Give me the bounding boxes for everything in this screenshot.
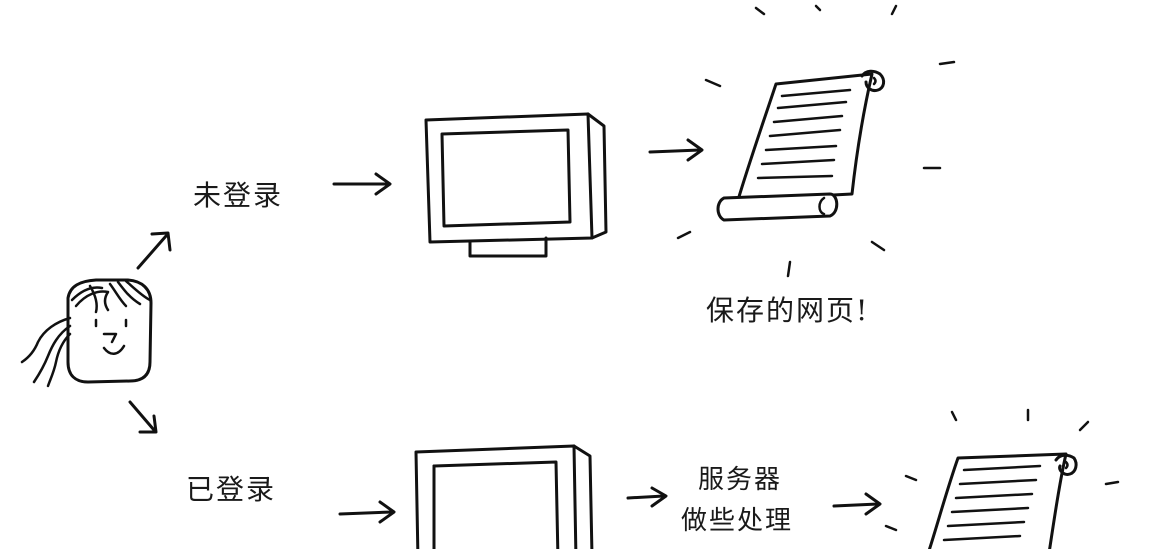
arrow-right-icon (648, 138, 704, 162)
label-server-processing: 做些处理 (681, 506, 794, 536)
scroll-document-icon (676, 4, 956, 278)
user-avatar-icon (20, 278, 153, 388)
label-server: 服务器 (698, 465, 783, 495)
label-saved-page: 保存的网页! (706, 294, 870, 327)
monitor-icon (414, 444, 594, 553)
label-logged-in: 已登录 (186, 473, 277, 506)
arrow-right-icon (332, 172, 392, 196)
label-not-logged-in: 未登录 (193, 179, 284, 212)
monitor-icon (424, 112, 608, 258)
arrow-right-icon (832, 492, 882, 516)
arrow-down-icon (128, 400, 158, 434)
arrow-right-icon (626, 486, 668, 508)
arrow-up-icon (136, 231, 172, 270)
arrow-right-icon (338, 500, 396, 524)
scroll-document-icon (884, 408, 1120, 553)
